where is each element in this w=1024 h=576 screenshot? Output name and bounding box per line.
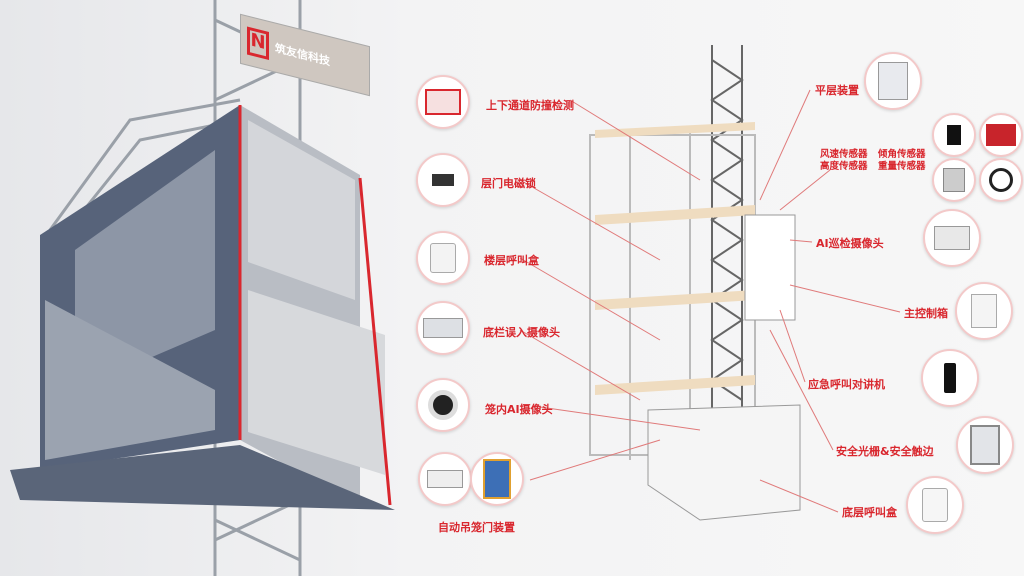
callout-label: 楼层呼叫盒 xyxy=(484,254,539,267)
callout-label: AI巡检摄像头 xyxy=(816,237,884,250)
callout-label: 底栏误入摄像头 xyxy=(483,326,560,339)
control-box-icon xyxy=(955,282,1013,340)
callout-label: 自动吊笼门装置 xyxy=(438,521,515,534)
auto-door-detail-icon xyxy=(470,452,524,506)
callout-label: 主控制箱 xyxy=(904,307,948,320)
callout-label: 平层装置 xyxy=(815,84,859,97)
callout-label: 笼内AI摄像头 xyxy=(485,403,553,416)
channel-sensor-icon xyxy=(416,75,470,129)
weight-sensor-icon xyxy=(979,158,1023,202)
anemometer-icon xyxy=(932,113,976,157)
callout-label: 安全光栅&安全触边 xyxy=(836,445,934,458)
callout-label: 重量传感器 xyxy=(878,161,926,172)
callout-label: 应急呼叫对讲机 xyxy=(808,378,885,391)
fisheye-camera-icon xyxy=(416,378,470,432)
camera-icon xyxy=(416,301,470,355)
logo-mark: N xyxy=(247,26,269,61)
brand-name: 筑友信科技 xyxy=(275,41,330,69)
tilt-sensor-icon xyxy=(979,113,1023,157)
callout-label: 高度传感器 xyxy=(820,161,868,172)
magnetic-lock-icon xyxy=(416,153,470,207)
light-curtain-icon xyxy=(956,416,1014,474)
leveling-device-icon xyxy=(864,52,922,110)
walkie-talkie-icon xyxy=(921,349,979,407)
ai-camera-icon xyxy=(923,209,981,267)
callout-label: 上下通道防撞检测 xyxy=(486,99,574,112)
callout-label: 底层呼叫盒 xyxy=(842,506,897,519)
bottom-call-box-icon xyxy=(906,476,964,534)
height-sensor-icon xyxy=(932,158,976,202)
call-box-icon xyxy=(416,231,470,285)
auto-door-icon xyxy=(418,452,472,506)
callout-label: 层门电磁锁 xyxy=(481,177,536,190)
callout-label: 倾角传感器 xyxy=(878,149,926,160)
callout-label: 风速传感器 xyxy=(820,149,868,160)
